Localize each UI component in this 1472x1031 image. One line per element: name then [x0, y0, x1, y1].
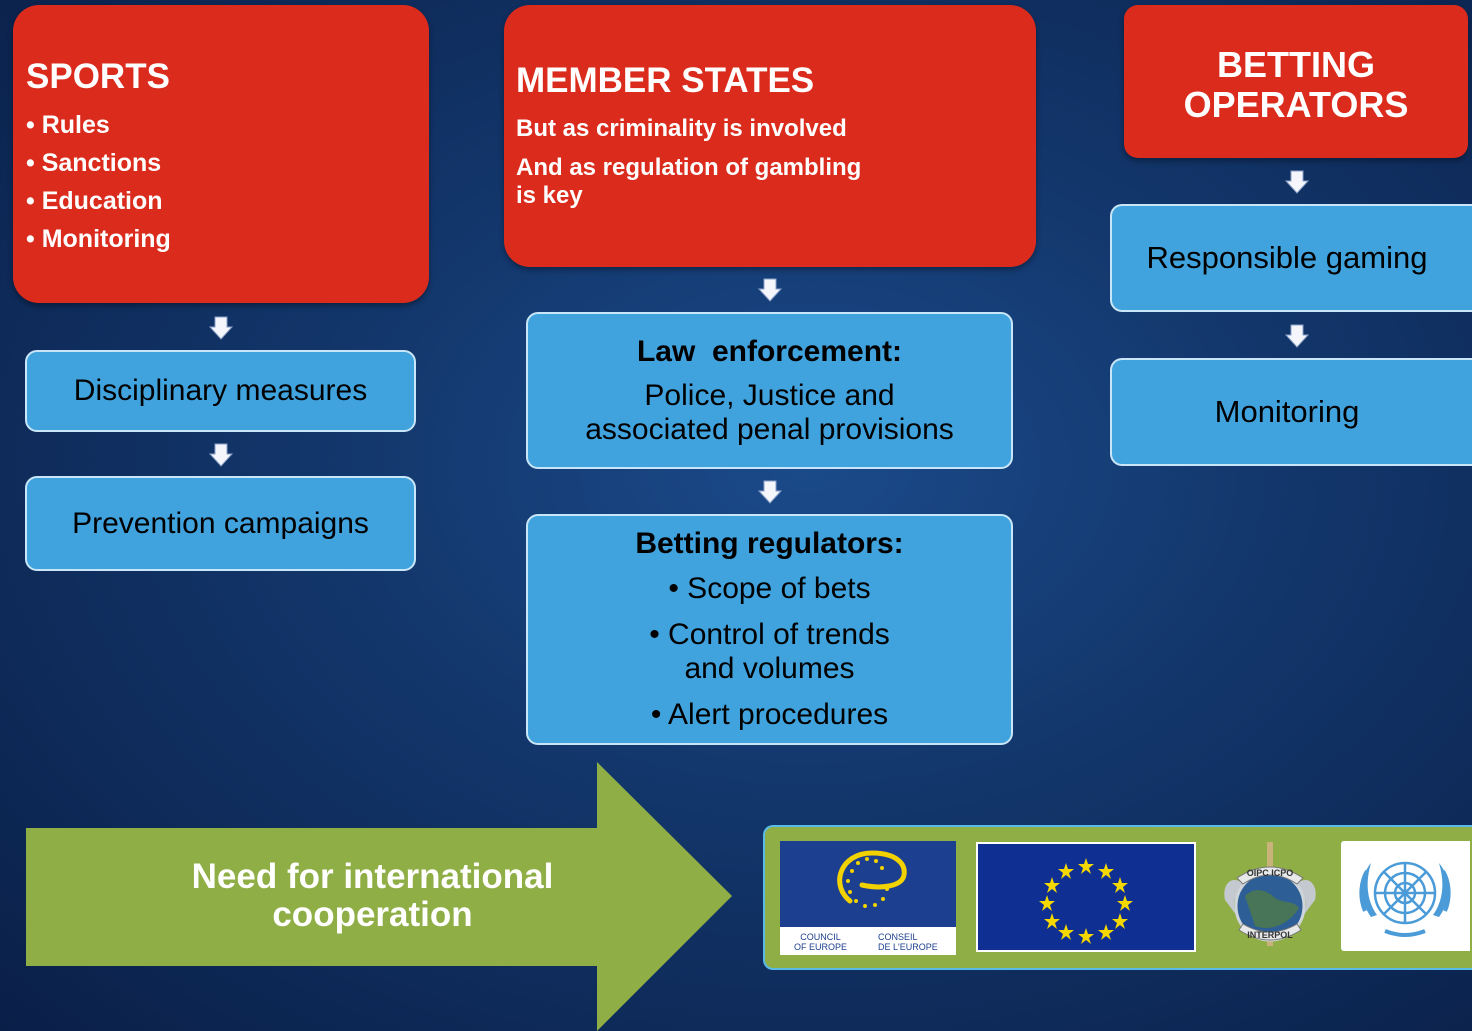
united-nations-logo — [1341, 841, 1470, 951]
operator-monitoring-box: Monitoring — [1110, 358, 1472, 466]
sports-header-box: SPORTS • Rules • Sanctions • Education •… — [13, 5, 429, 303]
council-of-europe-logo: COUNCIL OF EUROPE CONSEIL DE L'EUROPE — [780, 841, 956, 955]
responsible-gaming-label: Responsible gaming — [1146, 240, 1428, 275]
sports-title: SPORTS — [26, 57, 170, 96]
united-nations-emblem-icon — [1359, 861, 1451, 937]
member-states-line2: And as regulation of gambling — [516, 154, 862, 181]
regulators-item-control: • Control of trends — [649, 618, 890, 651]
cooperation-arrow — [26, 762, 732, 1031]
operator-monitoring-label: Monitoring — [1214, 394, 1360, 429]
responsible-gaming-box: Responsible gaming — [1110, 204, 1472, 312]
down-arrow-icon — [1284, 170, 1310, 194]
council-of-europe-label-fr: CONSEIL DE L'EUROPE — [878, 932, 938, 952]
law-enforcement-box: Law enforcement: Police, Justice and ass… — [526, 312, 1013, 469]
cooperation-line2: cooperation — [272, 895, 473, 934]
eu-flag-logo — [976, 842, 1196, 952]
sports-item-monitoring: • Monitoring — [26, 225, 171, 253]
member-states-title: MEMBER STATES — [516, 61, 815, 100]
interpol-bottom-label: INTERPOL — [1247, 930, 1293, 940]
council-of-europe-label-en: COUNCIL OF EUROPE — [794, 932, 848, 952]
prevention-campaigns-box: Prevention campaigns — [25, 476, 416, 571]
down-arrow-icon — [757, 278, 783, 302]
member-states-line3: is key — [516, 182, 583, 209]
member-states-line1: But as criminality is involved — [516, 115, 847, 142]
sports-item-education: • Education — [26, 187, 163, 215]
sports-item-sanctions: • Sanctions — [26, 149, 162, 177]
down-arrow-icon — [757, 480, 783, 504]
logos-panel: COUNCIL OF EUROPE CONSEIL DE L'EUROPE — [763, 825, 1472, 970]
member-states-header-box: MEMBER STATES But as criminality is invo… — [504, 5, 1036, 267]
down-arrow-icon — [208, 316, 234, 340]
disciplinary-measures-box: Disciplinary measures — [25, 350, 416, 432]
disciplinary-measures-label: Disciplinary measures — [73, 374, 368, 407]
sports-item-rules: • Rules — [26, 111, 110, 139]
law-enforcement-line1: Police, Justice and — [644, 378, 895, 412]
down-arrow-icon — [208, 443, 234, 467]
betting-regulators-heading: Betting regulators: — [635, 527, 904, 560]
betting-regulators-box: Betting regulators: • Scope of bets • Co… — [526, 514, 1013, 745]
betting-operators-header-box: BETTING OPERATORS — [1124, 5, 1468, 158]
down-arrow-icon — [1284, 324, 1310, 348]
cooperation-text: Need for international cooperation — [120, 858, 625, 934]
regulators-item-alert: • Alert procedures — [650, 698, 889, 731]
betting-operators-title-line2: OPERATORS — [1183, 84, 1409, 125]
council-of-europe-emblem-icon — [837, 850, 907, 908]
interpol-top-label: OIPC ICPO — [1247, 868, 1294, 878]
law-enforcement-line2: associated penal provisions — [585, 412, 954, 446]
law-enforcement-heading: Law enforcement: — [636, 334, 903, 368]
cooperation-line1: Need for international — [191, 857, 554, 896]
betting-operators-title-line1: BETTING — [1217, 44, 1375, 85]
regulators-item-scope: • Scope of bets — [668, 572, 871, 605]
regulators-item-control-cont: and volumes — [684, 652, 855, 685]
eu-flag-icon — [978, 844, 1194, 950]
interpol-emblem-icon: OIPC ICPO INTERPOL — [1224, 842, 1316, 946]
prevention-campaigns-label: Prevention campaigns — [72, 506, 369, 540]
interpol-logo: OIPC ICPO INTERPOL — [1215, 842, 1325, 954]
